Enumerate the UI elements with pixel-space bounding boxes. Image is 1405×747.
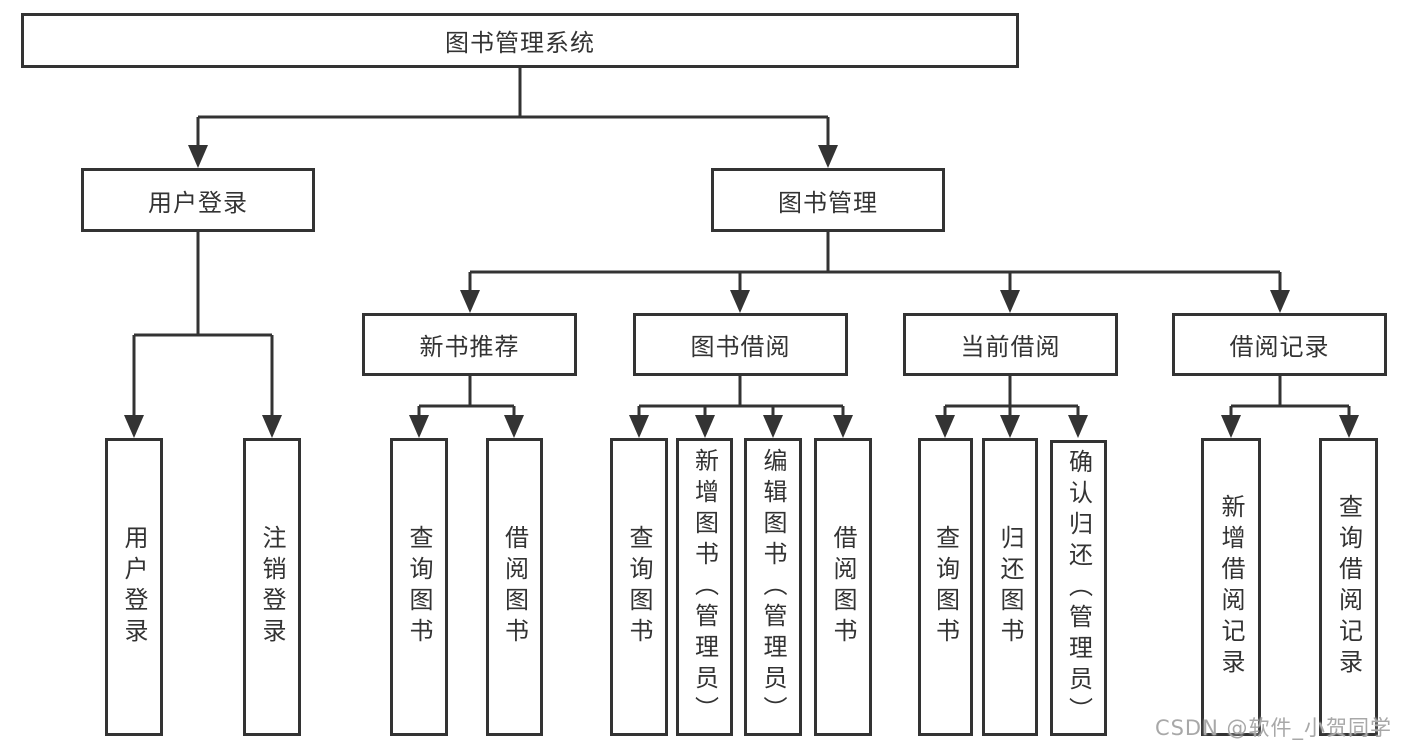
node-label: 查询借阅记录	[1334, 494, 1363, 680]
node-root: 图书管理系统	[21, 13, 1019, 68]
node-borrow-record: 借阅记录	[1172, 313, 1387, 376]
leaf-borrow-add-book-admin: 新增图书（管理员）	[676, 438, 733, 736]
leaf-newbook-borrow-book: 借阅图书	[486, 438, 543, 736]
node-label: 归还图书	[996, 525, 1024, 649]
leaf-user-login: 用户登录	[105, 438, 163, 736]
node-label: 用户登录	[120, 525, 148, 649]
node-label: 编辑图书（管理员）	[759, 447, 787, 727]
leaf-logout-login: 注销登录	[243, 438, 301, 736]
node-label: 用户登录	[148, 188, 248, 217]
node-book-borrow: 图书借阅	[633, 313, 848, 376]
node-label: 图书借阅	[690, 333, 791, 361]
leaf-borrow-borrow-book: 借阅图书	[814, 438, 872, 736]
node-label: 注销登录	[258, 525, 286, 649]
node-label: 新增图书（管理员）	[690, 447, 719, 727]
leaf-borrow-query-book: 查询图书	[610, 438, 668, 736]
leaf-current-query-book: 查询图书	[918, 438, 973, 736]
leaf-current-confirm-return-admin: 确认归还（管理员）	[1050, 440, 1107, 736]
node-label: 查询图书	[405, 525, 433, 649]
leaf-record-query-borrow-record: 查询借阅记录	[1319, 438, 1378, 736]
node-label: 借阅图书	[829, 525, 857, 649]
node-label: 当前借阅	[960, 333, 1061, 361]
node-label: 图书管理系统	[445, 29, 595, 57]
node-label: 新增借阅记录	[1217, 494, 1245, 680]
node-label: 新书推荐	[419, 333, 520, 361]
node-label: 借阅图书	[500, 525, 529, 649]
node-label: 确认归还（管理员）	[1064, 448, 1093, 728]
leaf-record-add-borrow-record: 新增借阅记录	[1201, 438, 1261, 736]
node-new-book-recommend: 新书推荐	[362, 313, 577, 376]
node-label: 查询图书	[625, 525, 653, 649]
node-label: 查询图书	[931, 525, 960, 649]
node-user-login: 用户登录	[81, 168, 315, 232]
node-current-borrow: 当前借阅	[903, 313, 1118, 376]
watermark: CSDN @软件_小贺同学	[1154, 716, 1392, 740]
node-book-management: 图书管理	[711, 168, 945, 232]
node-label: 借阅记录	[1229, 333, 1330, 361]
node-label: 图书管理	[778, 188, 878, 217]
leaf-current-return-book: 归还图书	[982, 438, 1038, 736]
leaf-borrow-edit-book-admin: 编辑图书（管理员）	[744, 438, 802, 736]
leaf-newbook-query-book: 查询图书	[390, 438, 448, 736]
